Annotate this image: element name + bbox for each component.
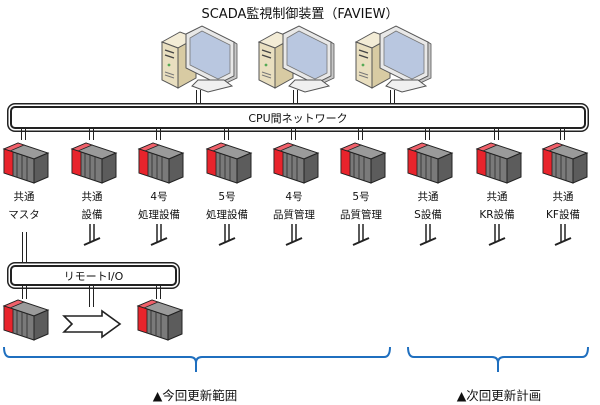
plc-icon: [205, 141, 253, 185]
plc-icon: [2, 141, 50, 185]
remote-io-drop-left: [22, 285, 27, 299]
plc-label-line2: S設備: [414, 209, 442, 221]
plc-network-link: [21, 128, 26, 140]
plc-label-line1: 5号: [218, 191, 236, 203]
plc-network-link: [494, 128, 499, 140]
plc-network-link: [425, 128, 430, 140]
plc-label-line1: 4号: [150, 191, 168, 203]
plc-label: 共通 KR設備: [457, 188, 537, 224]
current-scope-label: ▲今回更新範囲: [152, 388, 238, 403]
plc-icon: [70, 141, 118, 185]
plc-label-line1: 4号: [285, 191, 303, 203]
plc-label: 4号処理設備: [119, 188, 199, 224]
workstation-network-link: [196, 90, 201, 105]
remote-io-drop-middle: [89, 285, 94, 307]
io-stub-connector: [218, 224, 236, 246]
plc-label-line2: KR設備: [479, 209, 515, 221]
plc-network-link: [224, 128, 229, 140]
next-scope-label: ▲次回更新計画: [456, 388, 542, 403]
plc-label-line2: 設備: [81, 209, 103, 221]
right-arrow-icon: [62, 309, 122, 339]
io-stub-connector: [419, 224, 437, 246]
plc-network-link: [560, 128, 565, 140]
current-scope-bracket: [3, 346, 391, 372]
plc-label-line2: マスタ: [8, 209, 40, 221]
plc-label: 4号品質管理: [254, 188, 334, 224]
workstation-network-link: [293, 90, 298, 105]
io-stub-connector: [150, 224, 168, 246]
plc-icon: [475, 141, 523, 185]
plc-label: 共通マスタ: [0, 188, 64, 224]
remote-io-label: リモートI/O: [63, 269, 124, 283]
io-stub-connector: [488, 224, 506, 246]
plc-label-line1: 共通: [13, 191, 35, 203]
plc-label-line1: 共通: [486, 191, 508, 203]
remote-io-bus: リモートI/O: [10, 265, 177, 286]
scada-workstation-icon: [158, 24, 238, 96]
plc-label-line2: 品質管理: [273, 209, 315, 221]
diagram-title: SCADA監視制御装置（FAVIEW）: [201, 7, 399, 22]
plc-label-line2: KF設備: [546, 209, 580, 221]
master-to-remote-io-line: [22, 232, 27, 263]
plc-label: 5号処理設備: [187, 188, 267, 224]
cpu-network-bus: CPU間ネットワーク: [10, 106, 586, 129]
io-stub-connector: [285, 224, 303, 246]
plc-label-line2: 処理設備: [138, 209, 180, 221]
cpu-network-label: CPU間ネットワーク: [248, 111, 348, 125]
plc-network-link: [89, 128, 94, 140]
plc-icon: [137, 141, 185, 185]
scada-workstation-icon: [255, 24, 335, 96]
plc-label-line1: 共通: [552, 191, 574, 203]
plc-icon: [541, 141, 589, 185]
io-stub-connector: [352, 224, 370, 246]
plc-label-line1: 共通: [417, 191, 439, 203]
io-stub-connector: [554, 224, 572, 246]
plc-icon: [272, 141, 320, 185]
plc-network-link: [358, 128, 363, 140]
plc-icon: [339, 141, 387, 185]
next-scope-bracket: [407, 346, 589, 372]
plc-label: 共通設備: [52, 188, 132, 224]
plc-label-line2: 品質管理: [340, 209, 382, 221]
plc-label-line1: 共通: [81, 191, 103, 203]
remote-io-drop-right: [156, 285, 161, 299]
workstation-network-link: [390, 90, 395, 105]
plc-label: 5号品質管理: [321, 188, 401, 224]
remote-io-plc-new: [136, 298, 184, 342]
plc-network-link: [156, 128, 161, 140]
scada-workstation-icon: [352, 24, 432, 96]
plc-icon: [406, 141, 454, 185]
plc-network-link: [291, 128, 296, 140]
plc-label: 共通 S設備: [388, 188, 468, 224]
plc-label: 共通 KF設備: [523, 188, 600, 224]
plc-label-line1: 5号: [352, 191, 370, 203]
remote-io-plc-old: [2, 298, 50, 342]
plc-label-line2: 処理設備: [206, 209, 248, 221]
io-stub-connector: [83, 224, 101, 246]
